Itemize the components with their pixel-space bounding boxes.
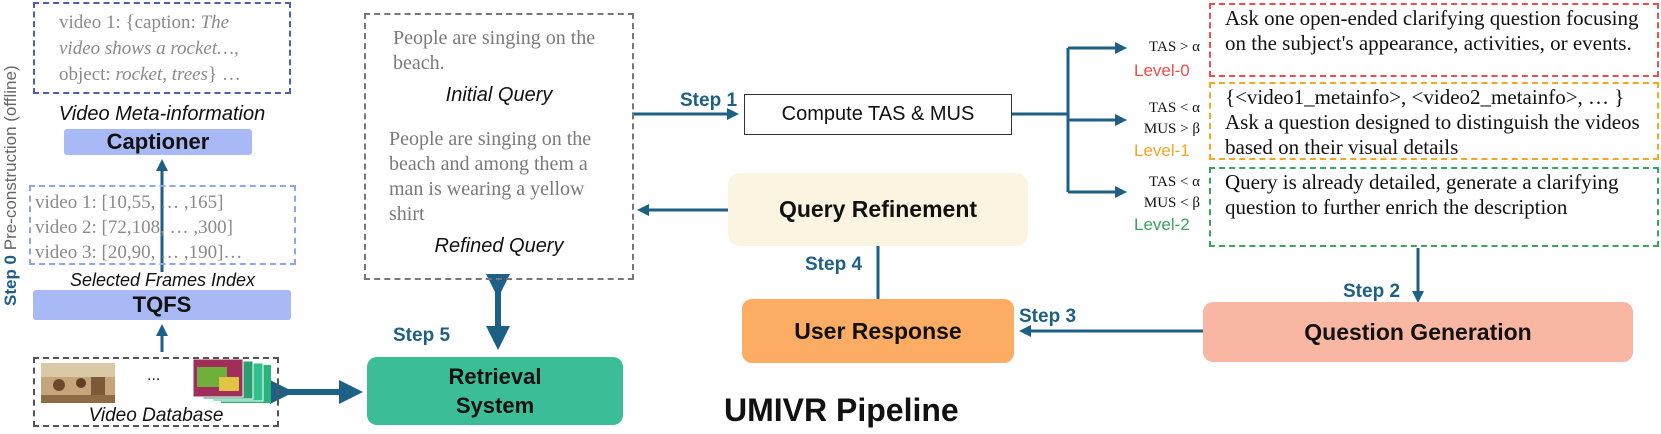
meta-info-text: video 1: {caption: The video shows a roc… — [35, 4, 289, 88]
tqfs-label: TQFS — [132, 292, 192, 317]
compute-box: Compute TAS & MUS — [744, 94, 1012, 135]
initial-query-text: People are singing on the beach. — [393, 27, 596, 74]
level2-label: Level-2 — [1134, 215, 1190, 234]
question-generation-label: Question Generation — [1304, 318, 1532, 345]
question-generation-box: Question Generation — [1203, 302, 1633, 362]
compute-label: Compute TAS & MUS — [781, 103, 975, 125]
meta-line3-italic: rocket, trees — [115, 64, 208, 85]
video-thumbnail-1 — [41, 363, 115, 403]
refined-query-label: Refined Query — [434, 235, 564, 257]
step4-label: Step 4 — [805, 254, 863, 275]
user-response-box: User Response — [742, 299, 1014, 363]
retrieval-line1: Retrieval — [448, 364, 542, 389]
condition-level1: TAS < α MUS > β — [1124, 98, 1200, 140]
meta-line2: video shows a rocket…, — [59, 38, 239, 59]
pipeline-title: UMIVR Pipeline — [724, 392, 959, 428]
level0-question-box: Ask one open-ended clarifying question f… — [1209, 3, 1659, 77]
step5-label: Step 5 — [393, 325, 451, 346]
level0-label: Level-0 — [1134, 61, 1190, 80]
step0-bold: Step 0 — [1, 254, 20, 306]
query-refinement-box: Query Refinement — [728, 173, 1028, 246]
condition-level2: TAS < α MUS < β — [1124, 172, 1200, 214]
meta-line3-end: } … — [207, 64, 241, 85]
level2-question-text: Query is already detailed, generate a cl… — [1225, 170, 1619, 219]
meta-line1: video 1: {caption: — [59, 12, 201, 33]
refined-query-text: People are singing on the beach and amon… — [389, 128, 592, 225]
retrieval-system-box: Retrieval System — [367, 357, 623, 425]
step0-rest: Pre-construction (offline) — [1, 65, 20, 255]
meta-line1-italic: The — [200, 12, 230, 33]
condition-level2-mus: MUS < β — [1143, 195, 1200, 211]
step3-label: Step 3 — [1019, 306, 1077, 327]
level1-label: Level-1 — [1134, 141, 1190, 160]
initial-query-label: Initial Query — [445, 84, 553, 106]
step0-label: Step 0 Pre-construction (offline) — [1, 65, 23, 306]
condition-level1-tas: TAS < α — [1149, 100, 1200, 116]
level2-question-box: Query is already detailed, generate a cl… — [1209, 167, 1659, 247]
frames-line-1: video 1: [10,55, … ,165] — [35, 192, 224, 213]
frames-line-3: video 3: [20,90, … ,190]… — [35, 242, 243, 263]
frames-index-box: video 1: [10,55, … ,165] video 2: [72,10… — [29, 185, 296, 265]
meta-info-label: Video Meta-information — [58, 103, 266, 125]
condition-level1-mus: MUS > β — [1143, 121, 1200, 137]
captioner-box: Captioner — [64, 129, 252, 155]
arrow-compute-branch — [1012, 48, 1070, 192]
database-ellipsis: ... — [147, 367, 161, 384]
query-box: People are singing on the beach. Initial… — [364, 13, 634, 280]
level1-question-box: {<video1_metainfo>, <video2_metainfo>, …… — [1209, 82, 1659, 160]
frames-line-2: video 2: [72,108, … ,300] — [35, 217, 233, 238]
meta-line3: object: — [59, 64, 116, 85]
condition-level2-tas: TAS < α — [1149, 174, 1200, 190]
captioner-label: Captioner — [106, 129, 210, 154]
level1-question-text: {<video1_metainfo>, <video2_metainfo>, …… — [1225, 85, 1640, 159]
step1-label: Step 1 — [680, 90, 738, 111]
user-response-label: User Response — [794, 317, 962, 344]
query-refinement-label: Query Refinement — [778, 196, 978, 222]
video-database-box: ... — [33, 357, 279, 427]
frames-index-label: Selected Frames Index — [69, 270, 256, 290]
meta-info-box: video 1: {caption: The video shows a roc… — [33, 2, 291, 94]
frames-index-text: video 1: [10,55, … ,165] video 2: [72,10… — [31, 187, 294, 265]
video-database-label: Video Database — [88, 405, 224, 426]
level0-question-text: Ask one open-ended clarifying question f… — [1225, 6, 1639, 55]
video-thumbnail-stack — [193, 359, 271, 403]
step2-label: Step 2 — [1343, 281, 1401, 302]
tqfs-box: TQFS — [33, 290, 291, 320]
retrieval-line2: System — [455, 393, 535, 418]
condition-level0: TAS > α — [1149, 39, 1200, 55]
